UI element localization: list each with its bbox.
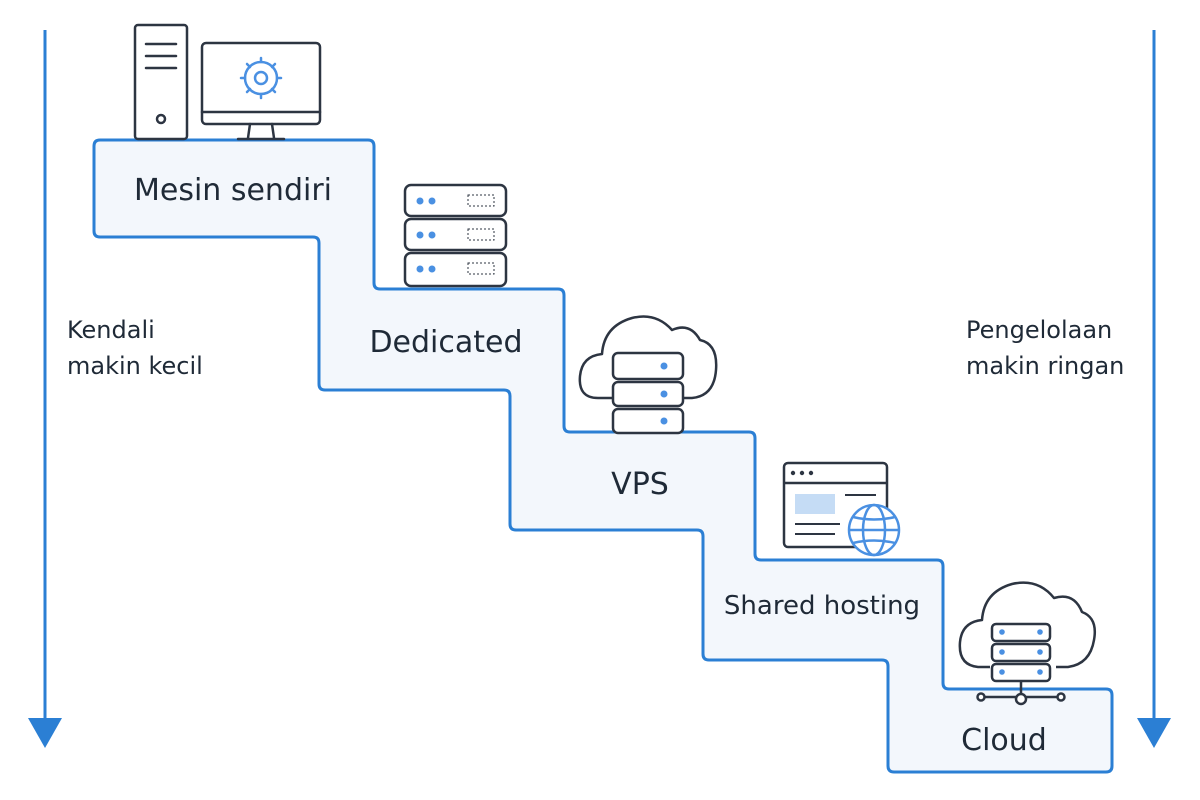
cloud-network-icon <box>958 581 1096 706</box>
step-label-own-machine: Mesin sendiri <box>134 173 332 208</box>
right-down-arrow <box>1137 30 1171 748</box>
server-rack-icon <box>403 183 508 288</box>
desktop-computer-icon <box>133 23 322 141</box>
browser-globe-icon <box>782 461 901 557</box>
right-note-line1: Pengelolaan <box>966 316 1112 344</box>
step-label-vps: VPS <box>611 467 669 502</box>
staircase-shape <box>92 138 1114 774</box>
cloud-server-icon <box>578 315 718 435</box>
left-down-arrow <box>28 30 62 748</box>
step-label-shared-hosting: Shared hosting <box>724 591 920 621</box>
left-note-line1: Kendali <box>67 316 155 344</box>
step-label-dedicated: Dedicated <box>369 325 522 360</box>
right-note-line2: makin ringan <box>966 352 1124 380</box>
left-note-line2: makin kecil <box>67 352 203 380</box>
step-label-cloud: Cloud <box>961 723 1047 758</box>
